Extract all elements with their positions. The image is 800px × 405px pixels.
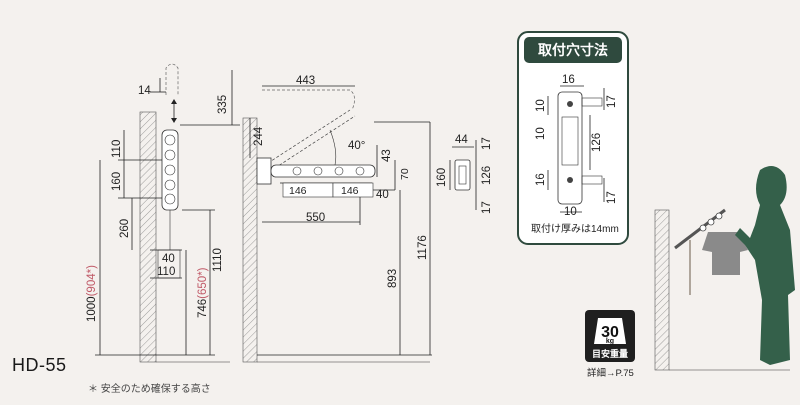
mount-hole-note: 取付け厚みは14mm (531, 224, 619, 235)
side-dim-146-right: 146 (341, 185, 359, 197)
side-dim-443: 443 (296, 75, 315, 87)
side-dim-550: 550 (306, 212, 325, 224)
mount-dim-10-b: 10 (535, 127, 547, 140)
mount-dim-10-bottom: 10 (564, 206, 577, 218)
mount-hole-title: 取付穴寸法 (524, 37, 622, 63)
front-ceiling-outline (165, 63, 179, 95)
side-dim-43: 43 (381, 149, 393, 162)
front-dim-1110: 1110 (212, 248, 224, 272)
side-arm (270, 164, 376, 178)
front-dim-260: 260 (119, 219, 131, 238)
footnote: ＊ 安全のため確保する高さ (88, 384, 211, 395)
model-name: HD-55 (12, 355, 67, 375)
badge-unit: kg (606, 338, 614, 345)
front-dim-160: 160 (111, 172, 123, 191)
badge-caption: 詳細→P.75 (587, 368, 634, 379)
front-dim-335: 335 (217, 95, 229, 114)
side-dim-893: 893 (387, 269, 399, 288)
bracket-dim-17-top: 17 (481, 137, 493, 150)
mount-dim-17-top: 17 (606, 95, 618, 108)
bracket-dim-160: 160 (436, 168, 448, 187)
bracket-dim-44: 44 (455, 134, 468, 146)
side-dim-angle: 40° (348, 140, 365, 152)
bracket-view: 44 17 126 17 160 (436, 134, 493, 214)
usage-illustration (654, 166, 795, 371)
mount-hole-box: 16 10 10 126 16 10 17 17 (517, 31, 629, 245)
side-dim-70: 70 (399, 168, 411, 180)
front-dim-1000: 1000(904*) (86, 265, 98, 322)
bracket-dim-17-bottom: 17 (481, 201, 493, 214)
side-dim-244: 244 (253, 126, 265, 146)
front-dim-746: 746(650*) (197, 267, 209, 318)
hanging-shirt (702, 232, 748, 275)
mount-dim-16-left: 16 (535, 173, 547, 186)
mount-dim-10-a: 10 (535, 99, 547, 112)
front-dim-110-top: 110 (111, 140, 123, 158)
front-dim-110-bottom: 110 (157, 266, 175, 278)
badge-label: 目安重量 (592, 348, 628, 359)
mount-dim-17-bottom: 17 (606, 191, 618, 204)
mount-dim-126: 126 (591, 133, 603, 152)
person-silhouette (735, 166, 795, 365)
front-view: 14 335 110 160 260 1000(904*) 40 110 111… (86, 63, 240, 363)
side-dim-1176: 1176 (417, 235, 429, 260)
load-badge: 30 kg 目安重量 (585, 310, 635, 362)
front-dim-14: 14 (138, 85, 151, 97)
front-bar (161, 129, 179, 211)
front-rings (164, 134, 176, 205)
front-wall (139, 111, 157, 363)
side-rings (292, 166, 365, 176)
side-view: 443 244 40° 43 70 146 146 40 550 893 117… (242, 75, 432, 363)
side-dim-146-left: 146 (289, 185, 307, 197)
side-dim-40: 40 (376, 189, 389, 201)
bracket-dim-126: 126 (481, 166, 493, 185)
front-dim-40: 40 (162, 253, 175, 265)
badge-value: 30 (601, 324, 619, 341)
mount-dim-16-top: 16 (562, 74, 575, 86)
